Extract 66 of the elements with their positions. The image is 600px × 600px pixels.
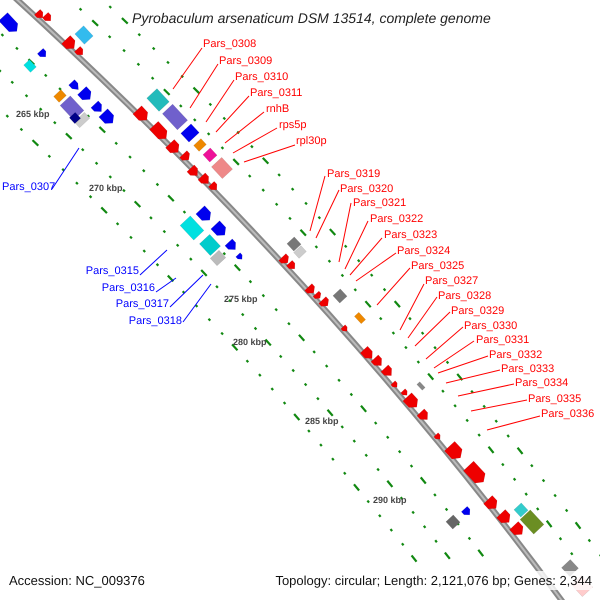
gene-label: Pars_0323 <box>384 229 438 242</box>
leader-line <box>438 356 488 374</box>
gene-label: Pars_0332 <box>489 349 542 362</box>
gene-label: Pars_0308 <box>203 38 256 51</box>
leader-line <box>232 128 278 154</box>
gene-label: Pars_0336 <box>541 408 594 421</box>
leader-line <box>458 384 514 396</box>
leader-line <box>426 326 464 360</box>
gene-label: Pars_0307 <box>2 181 56 194</box>
leader-line <box>470 400 528 412</box>
gene-label: Pars_0311 <box>250 87 302 100</box>
gene-label: Pars_0324 <box>397 245 450 258</box>
gene-label: Pars_0317 <box>116 298 169 311</box>
gene-label: Pars_0322 <box>370 213 424 226</box>
leader-line <box>338 202 352 262</box>
leader-line <box>244 144 296 162</box>
gene-label: rpl30p <box>296 135 327 148</box>
position-label: 285 kbp <box>305 415 339 428</box>
gene-label: Pars_0333 <box>501 363 554 376</box>
leader-line <box>434 340 474 368</box>
leader-line <box>52 148 80 190</box>
leader-line <box>224 112 264 144</box>
leader-line <box>344 220 368 270</box>
position-label: 280 kbp <box>233 336 267 349</box>
leader-line <box>140 250 168 276</box>
leader-line <box>190 64 218 108</box>
genome-info: Topology: circular; Length: 2,121,076 bp; Genes: 2,344 <box>275 570 592 590</box>
gene-label: Pars_0318 <box>128 315 182 328</box>
gene-label: Pars_0325 <box>411 260 464 273</box>
position-label: 270 kbp <box>89 182 123 195</box>
leader-line <box>316 190 340 238</box>
gene-label: Pars_0309 <box>219 55 272 68</box>
gene-label: Pars_0334 <box>515 377 568 390</box>
leader-line <box>486 416 540 430</box>
leader-line <box>350 238 382 276</box>
gene-label: rps5p <box>279 119 307 132</box>
gene-label: Pars_0328 <box>438 290 492 303</box>
leader-line <box>182 284 212 322</box>
leader-line <box>376 268 410 306</box>
position-label: 290 kbp <box>373 494 407 507</box>
title: Pyrobaculum arsenaticum DSM 13514, complete genome <box>132 9 491 28</box>
gene-label: Pars_0335 <box>528 393 582 406</box>
position-label: 275 kbp <box>224 293 258 306</box>
gene-label: rnhB <box>266 103 290 116</box>
gene-label: Pars_0315 <box>86 265 139 278</box>
position-label: 265 kbp <box>16 108 50 121</box>
leader-line <box>408 296 438 338</box>
gene-label: Pars_0310 <box>235 71 288 84</box>
leader-line <box>172 48 202 90</box>
leader-line <box>414 312 450 346</box>
gene-label: Pars_0330 <box>464 320 518 333</box>
leader-line <box>170 274 204 308</box>
leader-line <box>400 284 424 330</box>
gene-label: Pars_0329 <box>451 305 504 318</box>
leader-line <box>216 96 250 132</box>
leader-line <box>446 370 500 384</box>
gene-label: Pars_0321 <box>353 197 406 210</box>
gene-label: Pars_0319 <box>327 168 380 181</box>
leader-line <box>310 176 326 232</box>
gene-label: Pars_0327 <box>425 275 478 288</box>
leader-line <box>206 80 234 122</box>
gene-label: Pars_0320 <box>340 183 394 196</box>
gene-label: Pars_0316 <box>102 282 155 295</box>
leader-line <box>156 278 176 292</box>
gene-label: Pars_0331 <box>476 334 530 347</box>
leader-line <box>356 252 396 282</box>
